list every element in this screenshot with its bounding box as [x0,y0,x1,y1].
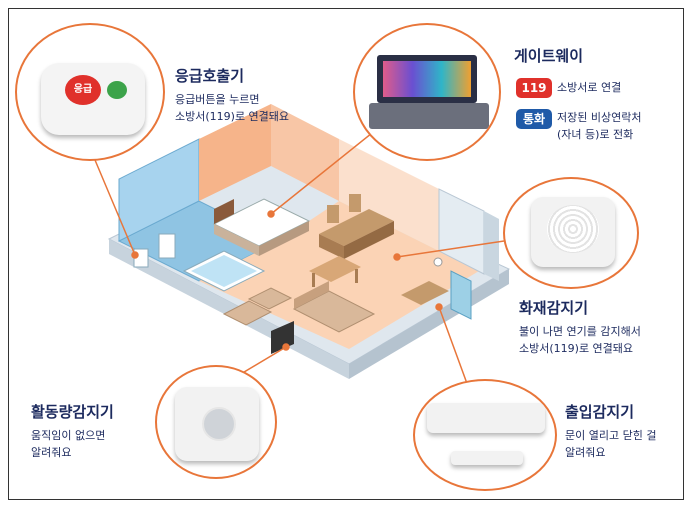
door-sensor-desc-1: 문이 열리고 닫힌 걸 [565,429,657,442]
fire-detector-vent [547,205,599,253]
gateway-base [369,103,489,129]
gateway-call-desc-1: 저장된 비상연락처 [557,111,642,124]
emergency-red-button: 응급 [65,75,101,105]
activity-detector-lens [202,407,236,441]
door-sensor-image [413,379,557,491]
fire-detector-desc-2: 소방서(119)로 연결돼요 [519,342,634,355]
gateway-119-button: 119 [516,78,552,98]
house-cutaway-illustration [107,104,511,379]
illustration-frame: 응급 응급호출기 응급버튼을 누르면 소방서(119)로 연결돼요 게이트웨이 … [8,8,684,500]
emergency-green-button [107,81,127,99]
gateway-call-button: 통화 [516,109,552,129]
emergency-caller-image: 응급 [15,23,165,161]
activity-detector-desc-1: 움직임이 없으면 [31,429,106,442]
activity-detector-image [155,365,277,479]
emergency-caller-desc-1: 응급버튼을 누르면 [175,93,260,106]
gateway-screen-display [383,61,471,97]
door-sensor-title: 출입감지기 [565,403,635,421]
door-sensor-main [427,403,545,433]
gateway-image [353,23,501,161]
fire-detector-image [503,177,639,289]
fire-detector-title: 화재감지기 [519,299,589,317]
door-sensor-magnet [451,451,523,465]
gateway-119-desc: 소방서로 연결 [557,81,622,94]
fire-detector-desc-1: 불이 나면 연기를 감지해서 [519,325,641,338]
activity-detector-title: 활동량감지기 [31,403,114,421]
gateway-call-desc-2: (자녀 등)로 전화 [557,128,634,141]
door-sensor-desc-2: 알려줘요 [565,446,606,459]
emergency-caller-title: 응급호출기 [175,67,245,85]
emergency-caller-desc-2: 소방서(119)로 연결돼요 [175,110,290,123]
gateway-screen [377,55,477,103]
activity-detector-desc-2: 알려줘요 [31,446,72,459]
gateway-title: 게이트웨이 [514,47,584,65]
